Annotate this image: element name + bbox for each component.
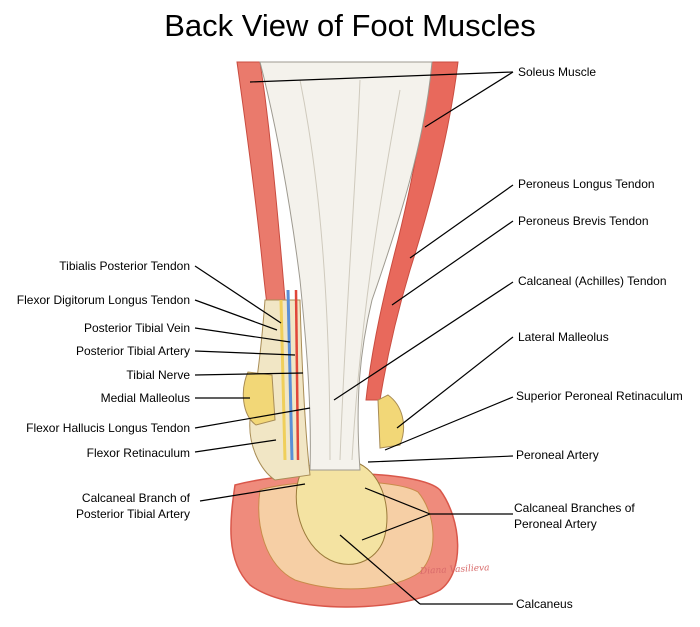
label-lateral-malleolus: Lateral Malleolus [518,330,609,344]
diagram-title: Back View of Foot Muscles [164,8,536,43]
leader-lines-left [194,265,311,502]
label-medial-malleolus: Medial Malleolus [100,391,190,405]
label-tibialis-posterior-tendon: Tibialis Posterior Tendon [59,259,190,273]
label-peroneal-artery: Peroneal Artery [516,448,599,462]
label-flexor-hallucis-longus-tendon: Flexor Hallucis Longus Tendon [26,421,190,435]
lateral-malleolus-shape [377,394,404,449]
label-posterior-tibial-artery: Posterior Tibial Artery [75,344,190,358]
label-calcaneal-branches-line1: Calcaneal Branches of [514,501,635,515]
label-peroneus-longus-tendon: Peroneus Longus Tendon [518,177,655,191]
label-posterior-tibial-vein: Posterior Tibial Vein [83,321,190,335]
label-soleus-muscle: Soleus Muscle [518,65,597,79]
tendon-fibers [299,79,401,461]
label-flexor-digitorum-longus-tendon: Flexor Digitorum Longus Tendon [16,293,190,307]
posterior-tibial-artery [294,289,300,461]
tibial-nerve [279,299,287,461]
label-calcaneal-branch-line2: Posterior Tibial Artery [75,507,190,521]
soleus-right [365,61,459,401]
posterior-tibial-vein [286,289,294,461]
medial-malleolus-shape [242,371,276,426]
label-calcaneus: Calcaneus [516,597,573,611]
label-calcaneal-branches-line2: Peroneal Artery [514,517,597,531]
label-superior-peroneal-retinaculum: Superior Peroneal Retinaculum [516,389,683,403]
label-calcaneal-achilles-tendon: Calcaneal (Achilles) Tendon [518,274,667,288]
label-flexor-retinaculum: Flexor Retinaculum [86,446,190,460]
leader-lines-right [249,71,514,605]
achilles-tendon [259,61,433,471]
label-calcaneal-branch-line1: Calcaneal Branch of [81,491,190,505]
label-tibial-nerve: Tibial Nerve [126,368,190,382]
label-peroneus-brevis-tendon: Peroneus Brevis Tendon [518,214,649,228]
